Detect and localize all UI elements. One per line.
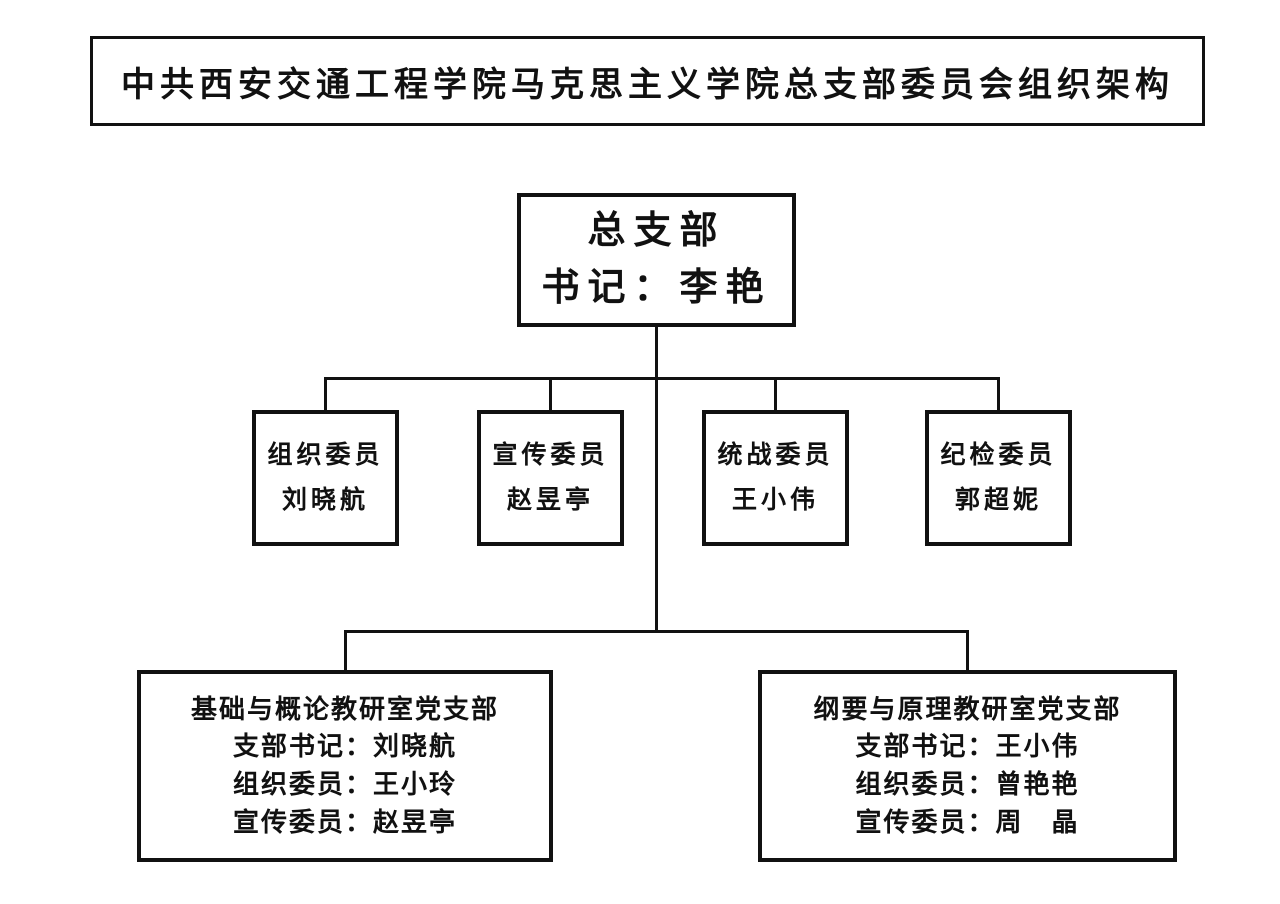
- connector-root-vertical: [655, 327, 658, 633]
- connector-drop-branch-right: [966, 630, 969, 673]
- chart-title-box: 中共西安交通工程学院马克思主义学院总支部委员会组织架构: [90, 36, 1205, 126]
- connector-drop-committee-3: [774, 377, 777, 413]
- committee-role: 纪检委员: [940, 441, 1057, 469]
- branch-member: 支部书记：王小伟: [855, 731, 1080, 762]
- committee-role: 统战委员: [717, 441, 834, 469]
- branch-name: 基础与概论教研室党支部: [190, 693, 499, 724]
- connector-drop-committee-1: [324, 377, 327, 413]
- chart-title: 中共西安交通工程学院马克思主义学院总支部委员会组织架构: [121, 65, 1174, 104]
- branch-member: 组织委员：曾艳艳: [855, 769, 1080, 799]
- connector-level1-horizontal: [324, 377, 1000, 380]
- committee-node-discipline: 纪检委员 郭超妮: [925, 410, 1072, 546]
- committee-node-organization: 组织委员 刘晓航: [252, 410, 399, 546]
- committee-name: 郭超妮: [954, 486, 1042, 514]
- root-node-general-branch: 总支部 书记：李艳: [517, 193, 796, 327]
- connector-drop-branch-left: [344, 630, 347, 673]
- connector-drop-committee-4: [997, 377, 1000, 413]
- branch-member: 宣传委员：周 晶: [855, 806, 1080, 837]
- branch-member: 宣传委员：赵昱亭: [232, 806, 457, 837]
- connector-level2-horizontal: [344, 630, 969, 633]
- committee-name: 赵昱亭: [506, 486, 594, 514]
- branch-name: 纲要与原理教研室党支部: [813, 693, 1122, 724]
- branch-node-outline-principles: 纲要与原理教研室党支部 支部书记：王小伟 组织委员：曾艳艳 宣传委员：周 晶: [758, 670, 1177, 862]
- committee-name: 王小伟: [731, 486, 819, 514]
- branch-node-basics-intro: 基础与概论教研室党支部 支部书记：刘晓航 组织委员：王小玲 宣传委员：赵昱亭: [137, 670, 553, 862]
- root-node-secretary: 书记：李艳: [541, 267, 772, 309]
- root-node-title: 总支部: [587, 210, 726, 252]
- branch-member: 支部书记：刘晓航: [232, 731, 457, 762]
- committee-node-propaganda: 宣传委员 赵昱亭: [477, 410, 624, 546]
- committee-role: 组织委员: [267, 441, 384, 469]
- branch-member: 组织委员：王小玲: [232, 769, 457, 799]
- committee-name: 刘晓航: [281, 486, 369, 514]
- connector-drop-committee-2: [549, 377, 552, 413]
- committee-node-united-front: 统战委员 王小伟: [702, 410, 849, 546]
- committee-role: 宣传委员: [492, 441, 609, 469]
